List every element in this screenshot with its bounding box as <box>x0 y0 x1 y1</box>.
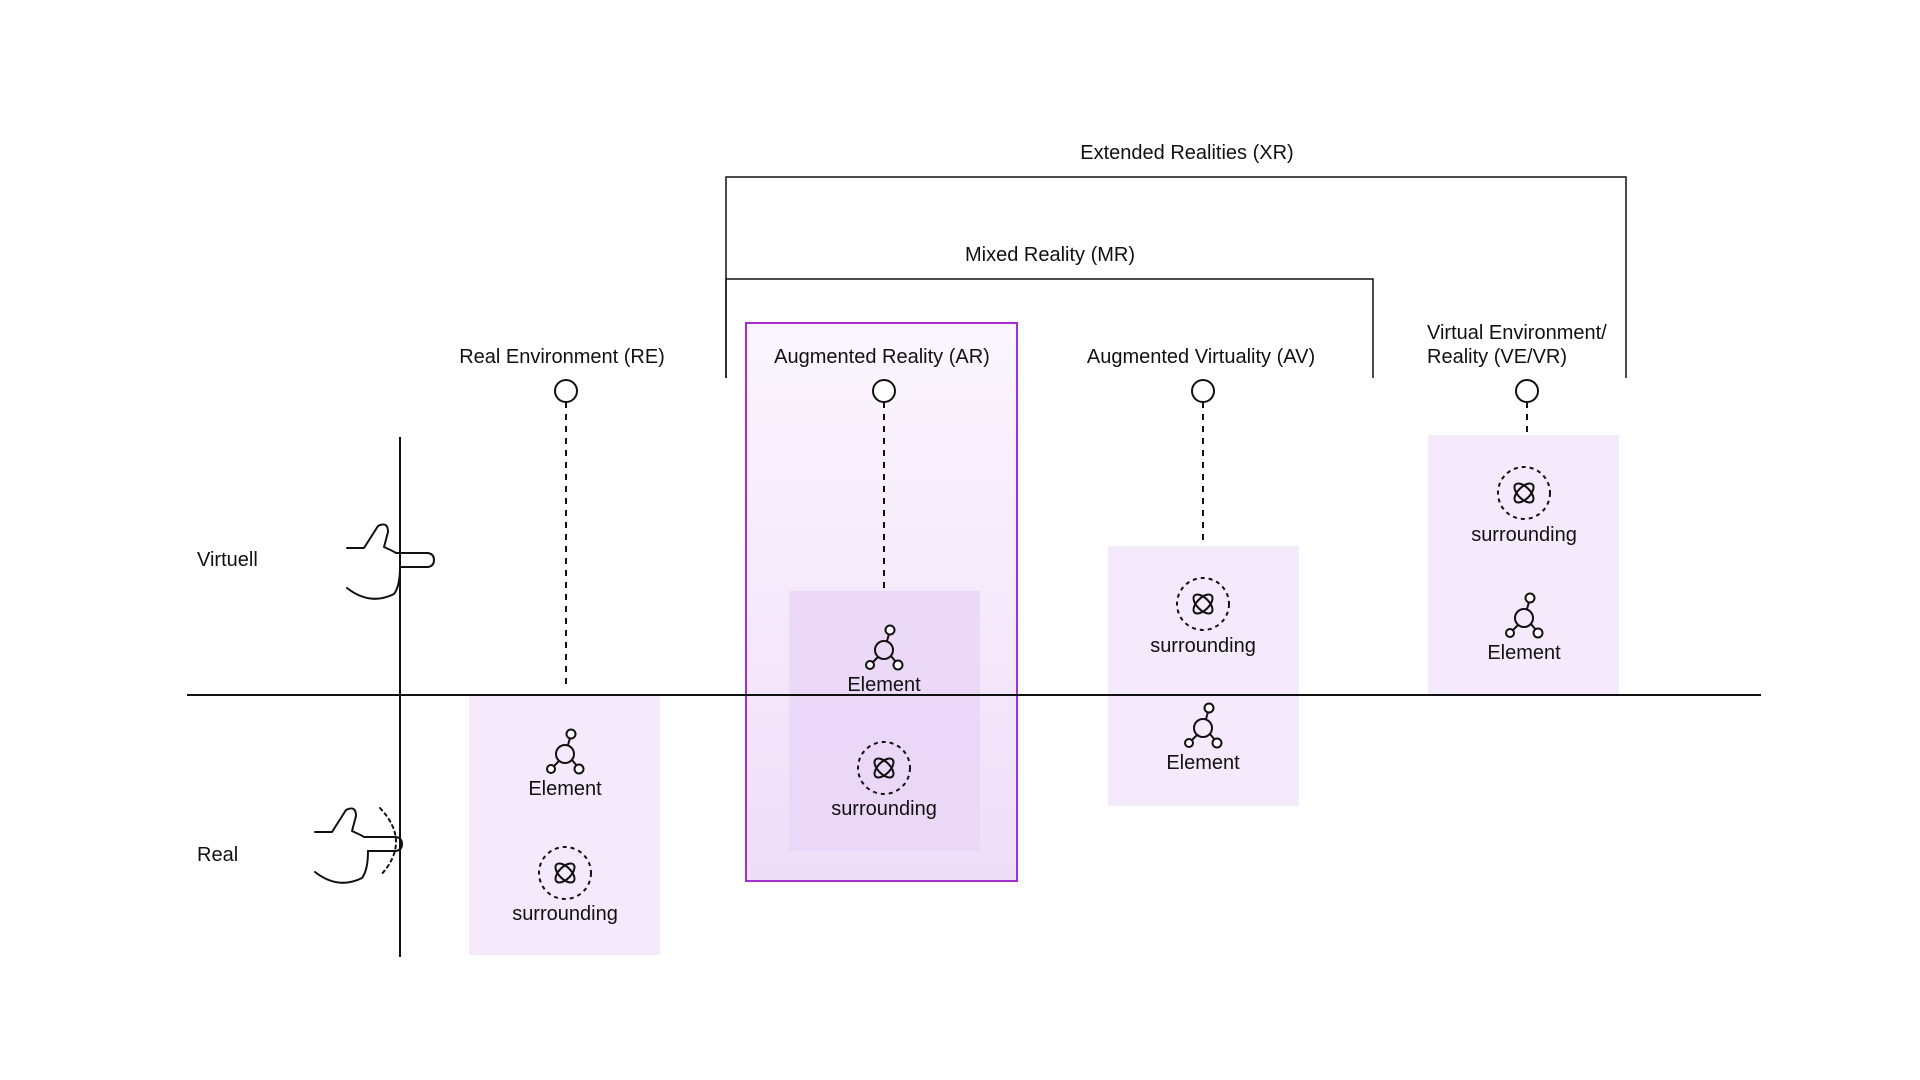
ar-element-label: Element <box>847 674 921 696</box>
av-surrounding-label: surrounding <box>1150 635 1256 657</box>
av-element-label: Element <box>1166 752 1240 774</box>
column-re: Real Environment (RE) Element surroundin… <box>459 346 665 925</box>
av-title: Augmented Virtuality (AV) <box>1087 346 1315 368</box>
re-real-box <box>469 695 660 955</box>
column-ar: Augmented Reality (AR) Element surroundi… <box>774 346 990 820</box>
ve-element-label: Element <box>1487 642 1561 664</box>
ve-title-line2: Reality (VE/VR) <box>1427 346 1567 368</box>
xr-bracket-label: Extended Realities (XR) <box>1080 142 1293 164</box>
ar-surrounding-label: surrounding <box>831 798 937 820</box>
re-pin-icon <box>554 379 578 403</box>
axis-label-virtuell: Virtuell <box>197 549 258 571</box>
axis-label-real: Real <box>197 844 238 866</box>
ar-title: Augmented Reality (AR) <box>774 346 990 368</box>
av-pin-icon <box>1191 379 1215 403</box>
hand-pointing-icon <box>346 523 435 600</box>
column-ve: Virtual Environment/ Reality (VE/VR) sur… <box>1427 322 1607 664</box>
ve-surrounding-label: surrounding <box>1471 524 1577 546</box>
ar-pin-icon <box>872 379 896 403</box>
re-surrounding-label: surrounding <box>512 903 618 925</box>
hand-touching-icon <box>314 807 403 884</box>
re-element-label: Element <box>528 778 602 800</box>
ve-virtual-box <box>1428 435 1619 695</box>
mr-bracket-label: Mixed Reality (MR) <box>965 244 1135 266</box>
column-av: Augmented Virtuality (AV) surrounding El… <box>1087 346 1315 774</box>
re-title: Real Environment (RE) <box>459 346 665 368</box>
av-box <box>1108 546 1299 806</box>
ve-title-line1: Virtual Environment/ <box>1427 322 1607 344</box>
ar-inner-box <box>789 591 980 851</box>
ve-pin-icon <box>1515 379 1539 403</box>
xr-bracket: Extended Realities (XR) <box>725 142 1627 378</box>
mr-bracket: Mixed Reality (MR) <box>725 244 1374 378</box>
